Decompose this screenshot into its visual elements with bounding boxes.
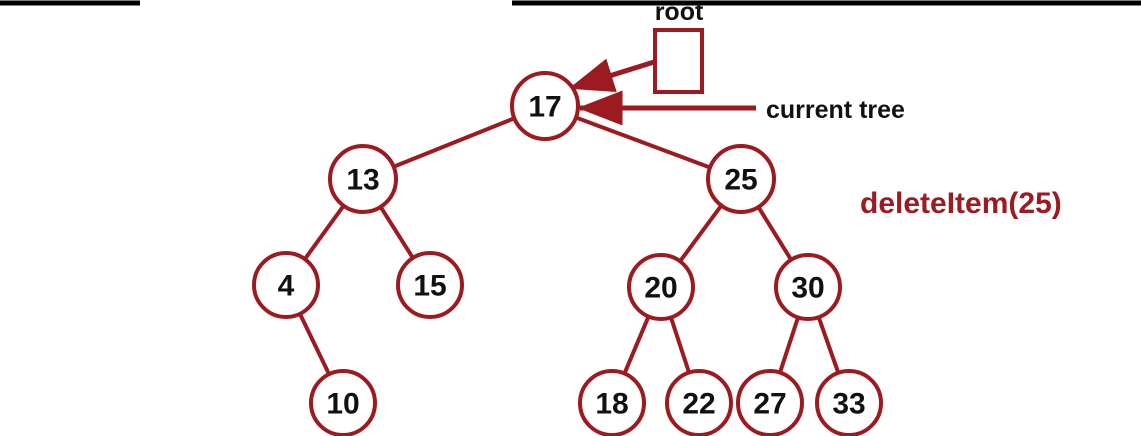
tree-node-22: 22 [665,369,733,436]
node-circle [328,144,398,214]
tree-node-15: 15 [396,251,464,319]
node-value: 27 [753,388,786,421]
tree-node-25: 25 [706,144,776,214]
node-value: 25 [724,164,757,197]
node-circle [252,251,320,319]
node-circle [578,369,646,436]
node-circle [736,369,804,436]
tree-node-20: 20 [627,253,695,321]
node-circle [706,144,776,214]
tree-edge-n4-n10 [297,310,332,378]
tree-node-27: 27 [736,369,804,436]
node-circle [396,251,464,319]
node-circle [510,71,580,141]
root-pointer-box [653,28,704,94]
tree-node-10: 10 [309,369,377,436]
node-value: 15 [413,270,446,303]
node-value: 18 [595,388,628,421]
root-label: root [655,0,704,26]
tree-edge-n20-n22 [668,314,692,376]
root-pointer-arrow [568,58,655,92]
tree-edge-n20-n18 [622,313,651,377]
tree-edge-n30-n27 [777,314,801,376]
delete-item-operation-label: deleteItem(25) [860,187,1062,220]
pointer-arrows [568,28,756,126]
tree-edge-n30-n33 [816,314,841,376]
tree-edge-n25-n30 [755,204,794,263]
tree-edge-n25-n20 [677,202,724,265]
tree-node-18: 18 [578,369,646,436]
node-value: 22 [682,388,715,421]
node-value: 20 [644,272,677,305]
node-circle [815,369,883,436]
node-value: 10 [326,388,359,421]
node-circle [627,253,695,321]
node-value: 13 [346,164,379,197]
tree-node-13: 13 [328,144,398,214]
tree-edge-n17-n25 [572,115,714,170]
current-tree-label: current tree [766,96,905,124]
node-circle [309,369,377,436]
tree-node-4: 4 [252,251,320,319]
node-circle [665,369,733,436]
tree-edges [297,115,841,378]
node-value: 30 [791,272,824,305]
node-value: 33 [832,388,865,421]
node-value: 17 [528,91,561,124]
tree-nodes: 17 13 25 4 15 20 30 10 18 22 27 33 [252,71,883,436]
tree-edge-n17-n13 [390,115,518,170]
tree-node-30: 30 [774,253,842,321]
tree-node-33: 33 [815,369,883,436]
node-circle [774,253,842,321]
node-value: 4 [278,270,295,303]
annotation-texts: root current tree deleteItem(25) [655,0,1062,220]
tree-edge-n13-n4 [302,202,347,262]
tree-edge-n13-n15 [378,204,416,261]
tree-node-17: 17 [510,71,580,141]
